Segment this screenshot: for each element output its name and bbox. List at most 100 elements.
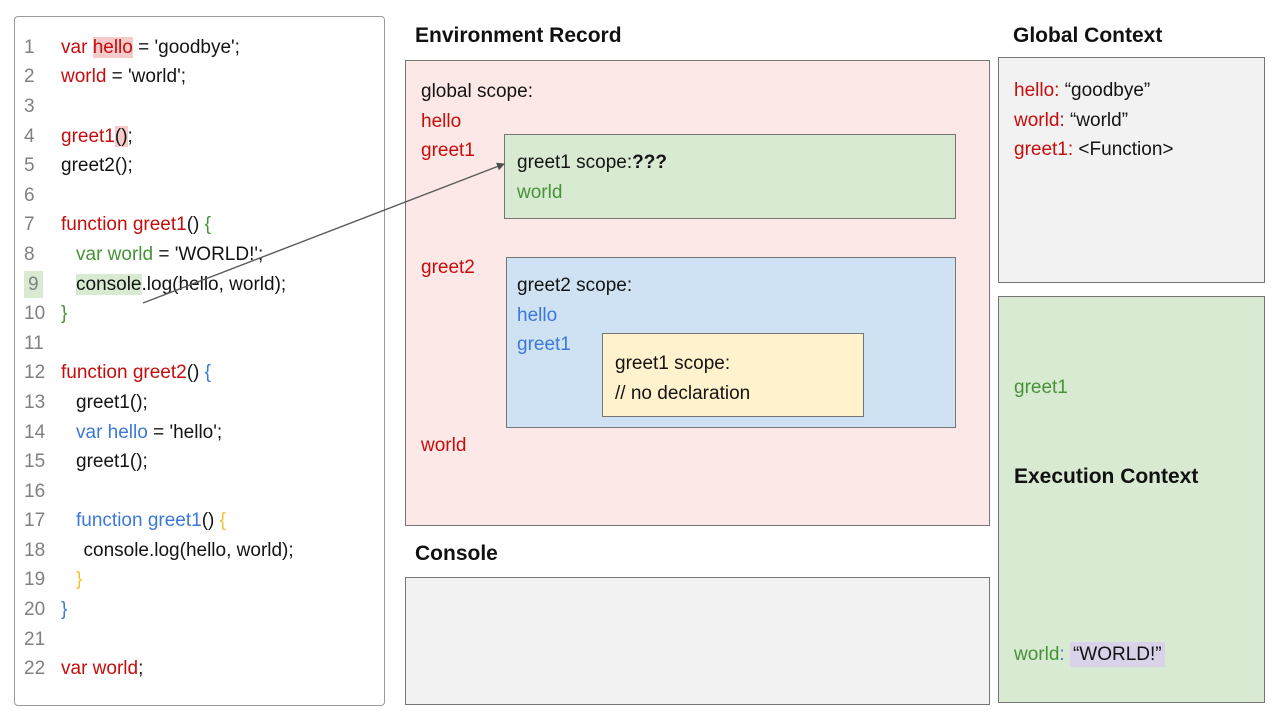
code-segment: .log(hello, world); <box>141 273 287 295</box>
code-segment: world <box>517 181 563 203</box>
code-segment: = 'hello'; <box>147 421 223 443</box>
spacer-line <box>1014 551 1198 581</box>
code-line: 6 <box>24 181 382 211</box>
code-segment: var <box>61 36 93 58</box>
context-entry: greet1: <Function> <box>1014 139 1174 161</box>
code-line: 14 var hello = 'hello'; <box>24 418 382 448</box>
line-number: 8 <box>24 243 35 265</box>
execution-context-heading: Execution Context <box>1014 464 1199 488</box>
line-number: 7 <box>24 214 35 236</box>
text-line: greet2 scope: <box>517 271 632 301</box>
line-number: 11 <box>24 332 44 354</box>
greet1-scope-text: greet1 scope:??? world <box>517 148 667 207</box>
greet2-label: greet2 <box>421 253 475 283</box>
line-number: 16 <box>24 480 46 502</box>
code-line: 19} <box>24 566 382 596</box>
global-context-entries: hello: “goodbye”world: “world”greet1: <F… <box>1014 76 1174 165</box>
code-segment: world <box>421 435 467 456</box>
code-segment: function greet1 <box>76 510 202 532</box>
code-segment: () <box>186 362 205 384</box>
code-segment: console.log(hello, world); <box>83 539 294 561</box>
code-line: 10} <box>24 299 382 329</box>
text-line: // no declaration <box>615 379 750 409</box>
code-segment: greet1 scope: <box>615 353 731 374</box>
code-segment: () <box>186 214 205 236</box>
global-scope-labels: global scope: hello greet1 <box>421 77 533 166</box>
line-number: 10 <box>24 303 46 325</box>
code-segment: greet1(); <box>76 391 148 413</box>
execution-context-entry: world: “WORLD!” <box>1014 640 1198 670</box>
code-segment: var world <box>76 243 154 265</box>
line-number: 15 <box>24 451 46 473</box>
console-output-box <box>405 577 990 705</box>
code-segment: global scope: <box>421 81 533 102</box>
code-segment: var world <box>61 658 139 680</box>
code-segment: var hello <box>76 421 148 443</box>
code-line: 5 greet2(); <box>24 151 382 181</box>
line-number: 9 <box>24 270 61 299</box>
text-line: greet1 scope: <box>615 349 750 379</box>
code-segment: = 'world'; <box>106 66 186 88</box>
code-line: 7 function greet1() { <box>24 211 382 241</box>
line-number: 21 <box>24 628 46 650</box>
code-segment: function greet1 <box>61 214 187 236</box>
text-line: world <box>517 178 667 208</box>
line-number: 22 <box>24 658 46 680</box>
exec-entry-part: “WORLD!” <box>1069 641 1165 667</box>
code-segment: ; <box>127 125 133 147</box>
code-line: 3 <box>24 92 382 122</box>
code-segment: greet1 <box>517 334 571 356</box>
code-segment: greet2 scope: <box>517 275 633 296</box>
line-number: 5 <box>24 155 35 177</box>
code-segment: hello <box>517 304 558 326</box>
code-segment: greet2(); <box>61 155 133 177</box>
code-segment: function greet2 <box>61 362 187 384</box>
greet2-scope-text: greet2 scope: hello greet1 <box>517 271 632 360</box>
exec-entry-part: world <box>1014 643 1060 665</box>
code-line: 8 var world = 'WORLD!'; <box>24 240 382 270</box>
global-context-box: hello: “goodbye”world: “world”greet1: <F… <box>998 57 1265 283</box>
code-segment: () <box>114 125 128 147</box>
exec-entry-part: : <box>1059 643 1065 665</box>
inner-greet1-scope-text: greet1 scope: // no declaration <box>615 349 750 408</box>
context-entry: world: “world” <box>1014 109 1129 131</box>
line-number: 12 <box>24 362 46 384</box>
environment-record-title: Environment Record <box>415 24 622 47</box>
code-segment: } <box>76 569 83 591</box>
code-line: 20} <box>24 595 382 625</box>
text-line: greet1 <box>421 136 533 166</box>
line-number: 14 <box>24 421 46 443</box>
code-segment: greet1 <box>421 140 475 162</box>
code-segment: greet1 scope: <box>517 152 633 173</box>
line-number: 13 <box>24 391 46 413</box>
line-number: 17 <box>24 510 46 532</box>
line-number: 1 <box>24 36 35 58</box>
code-segment: () <box>201 510 220 532</box>
line-number: 6 <box>24 184 35 206</box>
console-title: Console <box>415 542 498 565</box>
code-segment: greet1 <box>61 125 115 147</box>
code-line: 21 <box>24 625 382 655</box>
greet1-scope-box: greet1 scope:??? world <box>504 134 956 219</box>
text-line: greet2 <box>421 253 475 283</box>
code-segment: world <box>61 66 107 88</box>
code-segment: ??? <box>632 152 667 173</box>
code-segment: = 'WORLD!'; <box>153 243 264 265</box>
line-number: 19 <box>24 569 46 591</box>
code-line: 16 <box>24 477 382 507</box>
code-segment: hello <box>421 110 462 132</box>
text-line: hello <box>517 301 632 331</box>
code-line: 11 <box>24 329 382 359</box>
code-segment: { <box>204 214 211 236</box>
text-line: global scope: <box>421 77 533 107</box>
global-context-title: Global Context <box>1013 24 1163 47</box>
